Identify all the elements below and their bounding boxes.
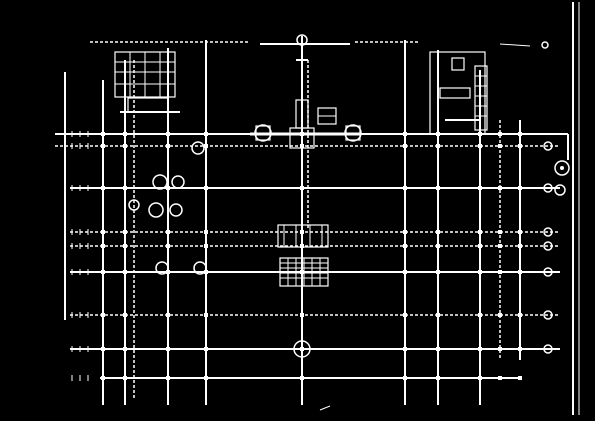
column-dot bbox=[518, 186, 522, 190]
column-dot bbox=[518, 376, 522, 380]
column-dot bbox=[436, 144, 440, 148]
column-dot bbox=[498, 376, 502, 380]
column-dot bbox=[436, 132, 440, 136]
column-dots bbox=[101, 132, 522, 380]
column-dot bbox=[478, 244, 482, 248]
column-dot bbox=[300, 347, 304, 351]
column-dot bbox=[204, 313, 208, 317]
column-dot bbox=[518, 132, 522, 136]
column-dot bbox=[166, 144, 170, 148]
column-dot bbox=[518, 230, 522, 234]
column-dot bbox=[123, 347, 127, 351]
column-dot bbox=[498, 132, 502, 136]
column-dot bbox=[436, 244, 440, 248]
column-dot bbox=[166, 270, 170, 274]
column-dot bbox=[518, 270, 522, 274]
column-dot bbox=[204, 132, 208, 136]
column-dot bbox=[478, 144, 482, 148]
column-dot bbox=[123, 313, 127, 317]
column-dot bbox=[300, 313, 304, 317]
column-dot bbox=[204, 186, 208, 190]
column-dot bbox=[166, 132, 170, 136]
top-left-room bbox=[114, 51, 180, 113]
column-dot bbox=[123, 144, 127, 148]
column-dot bbox=[204, 347, 208, 351]
column-dot bbox=[123, 186, 127, 190]
column-dot bbox=[300, 244, 304, 248]
column-dot bbox=[204, 270, 208, 274]
column-dot bbox=[101, 270, 105, 274]
left-ornament-cluster bbox=[128, 141, 207, 275]
column-dot bbox=[204, 244, 208, 248]
column-dot bbox=[101, 244, 105, 248]
column-dot bbox=[166, 347, 170, 351]
column-dot bbox=[204, 230, 208, 234]
column-dot bbox=[436, 230, 440, 234]
column-dot bbox=[204, 144, 208, 148]
column-dot bbox=[123, 230, 127, 234]
column-dot bbox=[300, 270, 304, 274]
column-dot bbox=[166, 313, 170, 317]
column-dot bbox=[403, 270, 407, 274]
central-hall bbox=[250, 124, 362, 287]
column-dot bbox=[518, 313, 522, 317]
column-dot bbox=[403, 132, 407, 136]
column-dot bbox=[101, 347, 105, 351]
column-dot bbox=[498, 144, 502, 148]
column-dot bbox=[498, 347, 502, 351]
sheet-border bbox=[64, 2, 580, 415]
column-dot bbox=[300, 144, 304, 148]
column-dot bbox=[478, 132, 482, 136]
column-dot bbox=[478, 270, 482, 274]
column-dot bbox=[478, 230, 482, 234]
column-dot bbox=[403, 230, 407, 234]
column-dot bbox=[101, 186, 105, 190]
column-dot bbox=[300, 132, 304, 136]
right-column-markers bbox=[535, 133, 570, 354]
column-dot bbox=[403, 144, 407, 148]
column-dot bbox=[123, 244, 127, 248]
vertical-grid-lines bbox=[102, 36, 521, 400]
title-mark bbox=[499, 41, 549, 49]
bottom-legs bbox=[102, 378, 481, 411]
central-axis-ornament bbox=[289, 34, 337, 149]
column-dot bbox=[403, 313, 407, 317]
column-dot bbox=[403, 347, 407, 351]
column-dot bbox=[518, 244, 522, 248]
column-dot bbox=[123, 270, 127, 274]
dimension-ticks bbox=[71, 131, 89, 381]
column-dot bbox=[166, 244, 170, 248]
column-dot bbox=[436, 313, 440, 317]
column-dot bbox=[166, 186, 170, 190]
column-dot bbox=[101, 144, 105, 148]
top-right-stair bbox=[429, 51, 488, 135]
column-dot bbox=[436, 347, 440, 351]
column-dot bbox=[436, 186, 440, 190]
column-dot bbox=[436, 270, 440, 274]
column-dot bbox=[498, 313, 502, 317]
column-dot bbox=[498, 244, 502, 248]
column-dot bbox=[101, 313, 105, 317]
column-dot bbox=[300, 230, 304, 234]
column-dot bbox=[518, 347, 522, 351]
column-dot bbox=[123, 132, 127, 136]
column-dot bbox=[478, 347, 482, 351]
column-dot bbox=[300, 186, 304, 190]
column-dot bbox=[403, 186, 407, 190]
column-dot bbox=[166, 230, 170, 234]
column-dot bbox=[478, 313, 482, 317]
column-dot bbox=[498, 270, 502, 274]
column-dot bbox=[518, 144, 522, 148]
column-dot bbox=[498, 230, 502, 234]
column-dot bbox=[403, 244, 407, 248]
column-dot bbox=[101, 132, 105, 136]
column-dot bbox=[101, 230, 105, 234]
column-dot bbox=[498, 186, 502, 190]
column-dot bbox=[478, 186, 482, 190]
